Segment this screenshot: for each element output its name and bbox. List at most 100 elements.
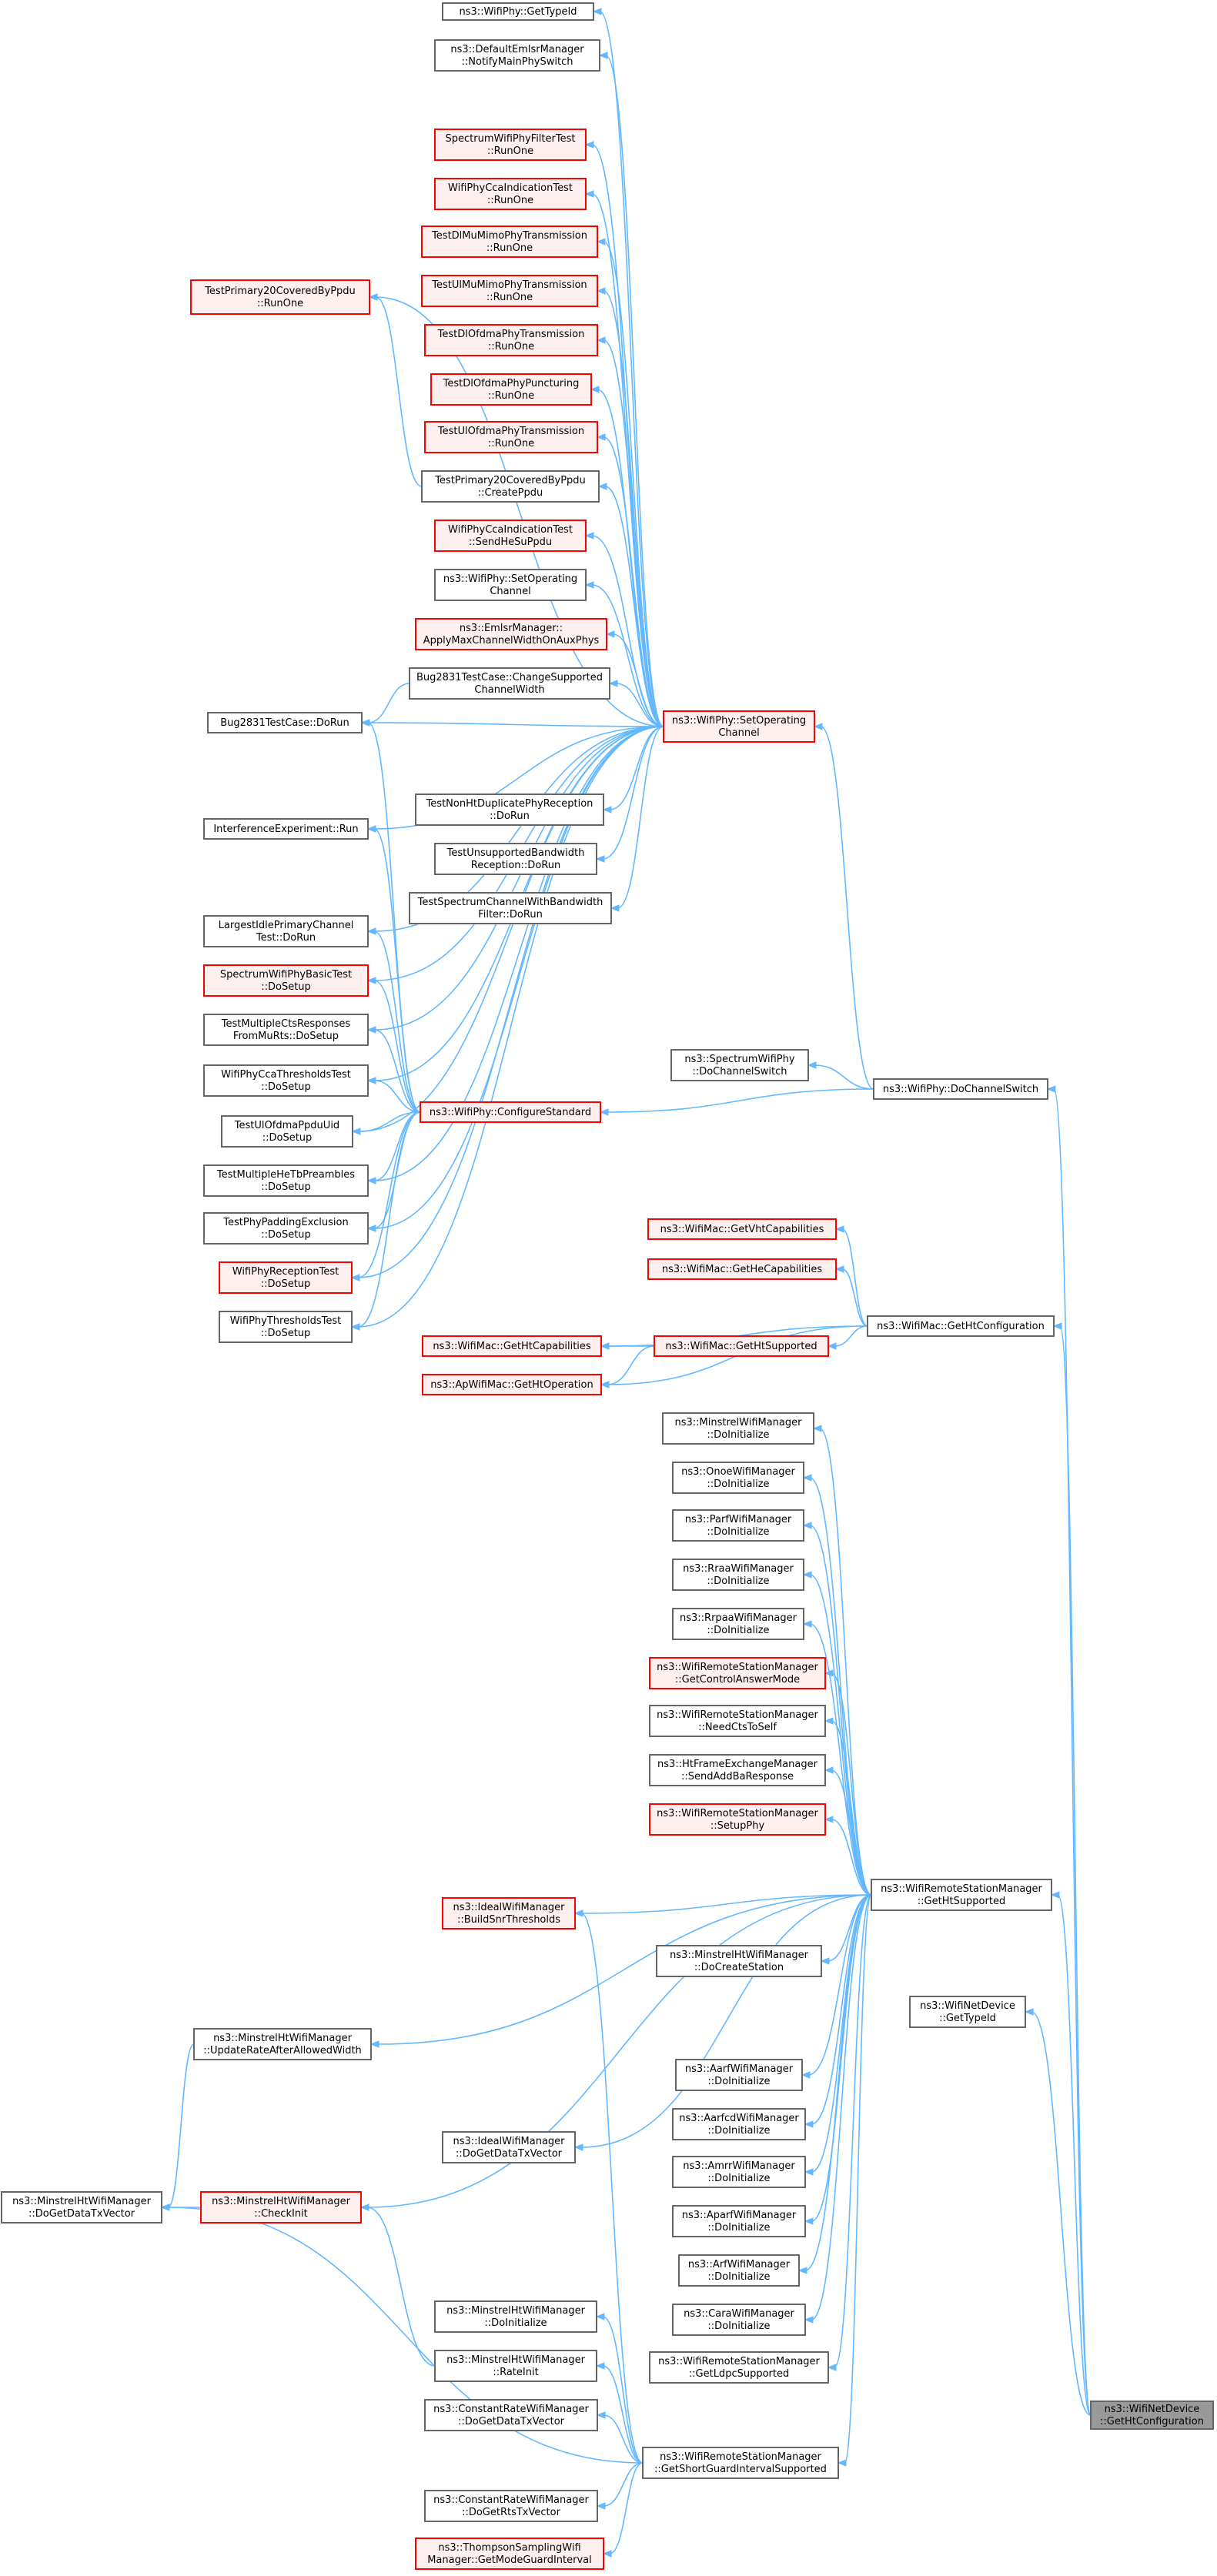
node-box[interactable] <box>219 1261 353 1294</box>
node-box[interactable] <box>421 470 600 503</box>
node-ns3-wifiphy-configurestandard[interactable]: ns3::WifiPhy::ConfigureStandard <box>420 1101 601 1123</box>
node-box[interactable] <box>649 1657 826 1689</box>
node-ns3-emlsrmanager-applymaxchannelwidthonauxphys[interactable]: ns3::EmlsrManager::ApplyMaxChannelWidthO… <box>415 618 607 650</box>
node-box[interactable] <box>672 2304 806 2336</box>
node-box[interactable] <box>203 1164 369 1197</box>
node-box[interactable] <box>409 892 612 924</box>
node-box[interactable] <box>434 129 587 161</box>
node-box[interactable] <box>434 178 587 210</box>
node-ns3-wifiremotestationmanager-getcontrolanswermode[interactable]: ns3::WifiRemoteStationManager::GetContro… <box>649 1657 826 1689</box>
node-box[interactable] <box>207 712 363 733</box>
node-box[interactable] <box>434 569 587 601</box>
node-ns3-minstrelhtwifimanager-docreatestation[interactable]: ns3::MinstrelHtWifiManager::DoCreateStat… <box>656 1945 822 1977</box>
node-ns3-thompsonsamplingwifi-manager-getmodeguardinterval[interactable]: ns3::ThompsonSamplingWifiManager::GetMod… <box>415 2538 604 2570</box>
node-box[interactable] <box>434 2300 597 2333</box>
node-box[interactable] <box>415 2538 604 2570</box>
node-box[interactable] <box>421 226 598 258</box>
node-ns3-wifiphy-gettypeid[interactable]: ns3::WifiPhy::GetTypeId <box>442 2 594 21</box>
node-ns3-constantratewifimanager-dogetdatatxvector[interactable]: ns3::ConstantRateWifiManager::DoGetDataT… <box>424 2399 598 2431</box>
node-box[interactable] <box>672 2156 806 2188</box>
node-box[interactable] <box>409 667 610 700</box>
node-box[interactable] <box>678 2254 800 2287</box>
node-ns3-arfwifimanager-doinitialize[interactable]: ns3::ArfWifiManager::DoInitialize <box>678 2254 800 2287</box>
node-wifiphythresholdstest-dosetup[interactable]: WifiPhyThresholdsTest::DoSetup <box>219 1311 353 1343</box>
node-ns3-minstrelhtwifimanager-rateinit[interactable]: ns3::MinstrelHtWifiManager::RateInit <box>434 2350 597 2382</box>
node-box[interactable] <box>656 1945 822 1977</box>
node-ns3-idealwifimanager-dogetdatatxvector[interactable]: ns3::IdealWifiManager::DoGetDataTxVector <box>442 2131 576 2163</box>
node-box[interactable] <box>442 1897 576 1929</box>
node-testprimary20coveredbyppdu-runone[interactable]: TestPrimary20CoveredByPpdu::RunOne <box>190 279 370 315</box>
node-ns3-wifiremotestationmanager-setupphy[interactable]: ns3::WifiRemoteStationManager::SetupPhy <box>649 1803 826 1836</box>
node-box[interactable] <box>867 1315 1055 1337</box>
node-box[interactable] <box>442 2131 576 2163</box>
node-box[interactable] <box>422 1335 602 1357</box>
node-ns3-wifiremotestationmanager-getshortguardintervalsupported[interactable]: ns3::WifiRemoteStationManager::GetShortG… <box>642 2447 839 2479</box>
node-testmultiplehetbpreambles-dosetup[interactable]: TestMultipleHeTbPreambles::DoSetup <box>203 1164 369 1197</box>
node-box[interactable] <box>424 421 598 453</box>
node-box[interactable] <box>200 2191 362 2224</box>
node-interferenceexperiment-run[interactable]: InterferenceExperiment::Run <box>203 818 369 840</box>
node-testmultiplectsresponses-frommurts-dosetup[interactable]: TestMultipleCtsResponsesFromMuRts::DoSet… <box>203 1014 369 1046</box>
node-box[interactable] <box>649 1705 826 1737</box>
node-box[interactable] <box>193 2028 372 2060</box>
node-box[interactable] <box>672 1462 804 1494</box>
node-box[interactable] <box>203 1064 369 1097</box>
node-box[interactable] <box>873 1078 1048 1100</box>
node-box[interactable] <box>430 373 592 406</box>
node-wifiphyccaindicationtest-sendhesuppdu[interactable]: WifiPhyCcaIndicationTest::SendHeSuPpdu <box>434 520 587 552</box>
node-testphypaddingexclusion-dosetup[interactable]: TestPhyPaddingExclusion::DoSetup <box>203 1212 369 1245</box>
node-box[interactable] <box>654 1335 829 1357</box>
node-box[interactable] <box>203 915 369 947</box>
node-ns3-carawifimanager-doinitialize[interactable]: ns3::CaraWifiManager::DoInitialize <box>672 2304 806 2336</box>
node-testdlmumimophytransmission-runone[interactable]: TestDlMuMimoPhyTransmission::RunOne <box>421 226 598 258</box>
node-box[interactable] <box>647 1218 837 1240</box>
node-box[interactable] <box>424 324 598 356</box>
node-box[interactable] <box>434 39 600 72</box>
node-box[interactable] <box>203 964 369 997</box>
node-ns3-wifiremotestationmanager-needctstoself[interactable]: ns3::WifiRemoteStationManager::NeedCtsTo… <box>649 1705 826 1737</box>
node-ns3-wifinetdevice-gethtconfiguration[interactable]: ns3::WifiNetDevice::GetHtConfiguration <box>1090 2401 1214 2430</box>
node-ns3-wifimac-gethtcapabilities[interactable]: ns3::WifiMac::GetHtCapabilities <box>422 1335 602 1357</box>
node-box[interactable] <box>434 843 597 875</box>
node-box[interactable] <box>421 275 598 307</box>
node-testulmumimophytransmission-runone[interactable]: TestUlMuMimoPhyTransmission::RunOne <box>421 275 598 307</box>
node-ns3-aarfcdwifimanager-doinitialize[interactable]: ns3::AarfcdWifiManager::DoInitialize <box>672 2108 806 2140</box>
node-ns3-spectrumwifiphy-dochannelswitch[interactable]: ns3::SpectrumWifiPhy::DoChannelSwitch <box>670 1049 809 1081</box>
node-ns3-apwifimac-gethtoperation[interactable]: ns3::ApWifiMac::GetHtOperation <box>422 1374 602 1395</box>
node-ns3-wifimac-gethecapabilities[interactable]: ns3::WifiMac::GetHeCapabilities <box>647 1258 837 1280</box>
node-ns3-wifimac-gethtsupported[interactable]: ns3::WifiMac::GetHtSupported <box>654 1335 829 1357</box>
node-testnonhtduplicatephyreception-dorun[interactable]: TestNonHtDuplicatePhyReception::DoRun <box>415 794 604 826</box>
node-box[interactable] <box>672 1608 804 1640</box>
node-bug2831testcase-changesupported-channelwidth[interactable]: Bug2831TestCase::ChangeSupportedChannelW… <box>409 667 610 700</box>
node-box[interactable] <box>909 1996 1026 2028</box>
node-ns3-wifiphy-dochannelswitch[interactable]: ns3::WifiPhy::DoChannelSwitch <box>873 1078 1048 1100</box>
node-box[interactable] <box>203 1212 369 1245</box>
node-box[interactable] <box>670 1049 809 1081</box>
node-box[interactable] <box>422 1374 602 1395</box>
node-spectrumwifiphyfiltertest-runone[interactable]: SpectrumWifiPhyFilterTest::RunOne <box>434 129 587 161</box>
node-box[interactable] <box>1090 2401 1214 2430</box>
node-box[interactable] <box>203 818 369 840</box>
node-ns3-rrpaawifimanager-doinitialize[interactable]: ns3::RrpaaWifiManager::DoInitialize <box>672 1608 804 1640</box>
node-testprimary20coveredbyppdu-createppdu[interactable]: TestPrimary20CoveredByPpdu::CreatePpdu <box>421 470 600 503</box>
node-box[interactable] <box>672 2108 806 2140</box>
node-box[interactable] <box>649 2351 829 2384</box>
node-box[interactable] <box>663 710 815 743</box>
node-ns3-minstrelhtwifimanager-doinitialize[interactable]: ns3::MinstrelHtWifiManager::DoInitialize <box>434 2300 597 2333</box>
node-box[interactable] <box>190 279 370 315</box>
node-wifiphyccathresholdstest-dosetup[interactable]: WifiPhyCcaThresholdsTest::DoSetup <box>203 1064 369 1097</box>
node-ns3-onoewifimanager-doinitialize[interactable]: ns3::OnoeWifiManager::DoInitialize <box>672 1462 804 1494</box>
node-wifiphyccaindicationtest-runone[interactable]: WifiPhyCcaIndicationTest::RunOne <box>434 178 587 210</box>
node-box[interactable] <box>662 1412 814 1445</box>
node-box[interactable] <box>221 1115 353 1148</box>
node-box[interactable] <box>424 2399 598 2431</box>
node-box[interactable] <box>434 2350 597 2382</box>
node-box[interactable] <box>672 2205 806 2237</box>
node-ns3-constantratewifimanager-dogetrtstxvector[interactable]: ns3::ConstantRateWifiManager::DoGetRtsTx… <box>424 2490 598 2522</box>
node-ns3-wifimac-gethtconfiguration[interactable]: ns3::WifiMac::GetHtConfiguration <box>867 1315 1055 1337</box>
node-ns3-htframeexchangemanager-sendaddbaresponse[interactable]: ns3::HtFrameExchangeManager::SendAddBaRe… <box>649 1754 826 1786</box>
node-box[interactable] <box>415 794 604 826</box>
